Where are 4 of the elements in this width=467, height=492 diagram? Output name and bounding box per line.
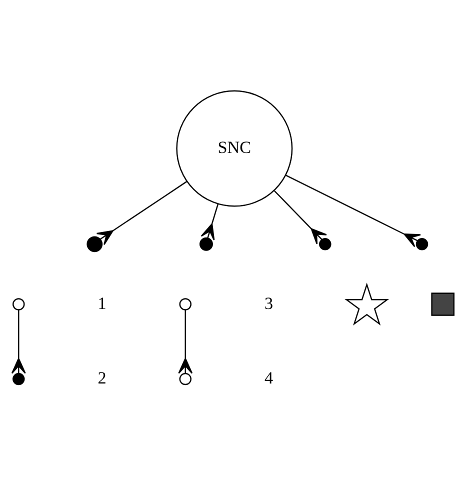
label: 2 [98,368,106,388]
label: 4 [264,368,274,388]
label: 1 [98,294,106,313]
label: 3 [264,294,274,313]
